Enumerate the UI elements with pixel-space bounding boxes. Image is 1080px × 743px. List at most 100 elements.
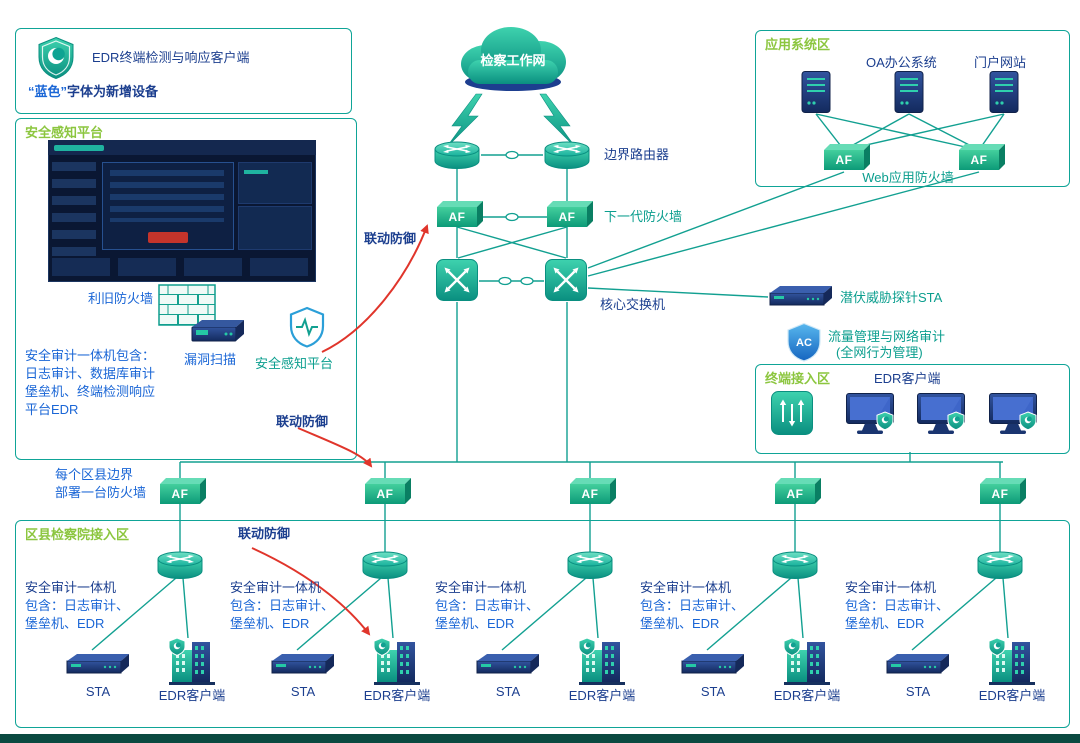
dashboard-topbar bbox=[48, 140, 316, 155]
branch-af-firewall: AF bbox=[980, 484, 1020, 504]
branch-sta-label: STA bbox=[700, 684, 726, 699]
branch-audit-line1: 安全审计一体机 bbox=[845, 580, 937, 595]
branch-sta-label: STA bbox=[905, 684, 931, 699]
audit-appliance-line4: 平台EDR bbox=[25, 402, 79, 417]
sta-probe-label: 潜伏威胁探针STA bbox=[840, 290, 943, 305]
old-firewall-label: 利旧防火墙 bbox=[88, 291, 154, 306]
linkage-defense-arrows bbox=[251, 224, 429, 636]
dashboard-bottom-panels bbox=[52, 258, 312, 276]
edr-client-pc-icon-3 bbox=[988, 392, 1038, 438]
waf-label: Web应用防火墙 bbox=[862, 170, 954, 185]
dashboard-screenshot bbox=[48, 140, 316, 282]
branch-router-icon bbox=[156, 550, 204, 580]
branch-group-3: AF 安全审计一体机 包含：日志审计、 堡垒机、EDR STA EDR客户端 bbox=[430, 480, 650, 730]
ngfw-label: 下一代防火墙 bbox=[604, 209, 683, 224]
border-router-right-icon bbox=[543, 140, 591, 170]
security-awareness-label: 安全感知平台 bbox=[255, 356, 334, 371]
core-switch-label: 核心交换机 bbox=[600, 297, 666, 312]
branch-note-line2: 部署一台防火墙 bbox=[55, 485, 147, 500]
branch-sta-label: STA bbox=[290, 684, 316, 699]
linkage-defense-label-1: 联动防御 bbox=[364, 231, 417, 246]
audit-appliance-line1: 安全审计一体机包含： bbox=[25, 348, 156, 363]
branch-af-firewall: AF bbox=[775, 484, 815, 504]
core-switch-right-icon bbox=[544, 258, 588, 302]
branch-router-icon bbox=[976, 550, 1024, 580]
oa-system-label: OA办公系统 bbox=[866, 55, 937, 70]
branch-sta-icon bbox=[65, 652, 131, 676]
branch-edr-label: EDR客户端 bbox=[773, 688, 841, 703]
branch-audit-line2: 包含：日志审计、 bbox=[230, 598, 335, 613]
security-awareness-shield-icon bbox=[289, 306, 325, 348]
branch-audit-line3: 堡垒机、EDR bbox=[25, 616, 105, 631]
branch-audit-line3: 堡垒机、EDR bbox=[640, 616, 720, 631]
access-switch-icon bbox=[770, 390, 814, 436]
branch-audit-line3: 堡垒机、EDR bbox=[845, 616, 925, 631]
branch-router-icon bbox=[361, 550, 409, 580]
edr-client-pc-icon-2 bbox=[916, 392, 966, 438]
branch-audit-line3: 堡垒机、EDR bbox=[230, 616, 310, 631]
branch-af-firewall: AF bbox=[570, 484, 610, 504]
server-icon-1 bbox=[800, 70, 832, 114]
legend-note-blue: “蓝色” bbox=[28, 84, 68, 99]
server-icon-2 bbox=[893, 70, 925, 114]
dashboard-right-panel-top bbox=[238, 162, 312, 204]
border-router-label: 边界路由器 bbox=[604, 147, 670, 162]
dashboard-teal-bar bbox=[244, 170, 268, 174]
branch-edr-building-icon bbox=[988, 636, 1036, 686]
legend-note: “蓝色”字体为新增设备 bbox=[28, 84, 158, 100]
branch-router-icon bbox=[771, 550, 819, 580]
security-platform-title: 安全感知平台 bbox=[25, 125, 104, 140]
branch-audit-line2: 包含：日志审计、 bbox=[640, 598, 745, 613]
vulnerability-scanner-icon bbox=[190, 318, 246, 344]
branch-edr-label: EDR客户端 bbox=[363, 688, 431, 703]
sta-probe-icon bbox=[768, 284, 834, 308]
edr-shield-icon bbox=[36, 36, 76, 80]
branch-sta-label: STA bbox=[495, 684, 521, 699]
traffic-mgmt-line1: 流量管理与网络审计 bbox=[828, 329, 946, 344]
security-platform-box bbox=[15, 118, 357, 460]
branch-router-icon bbox=[566, 550, 614, 580]
legend-note-rest: 字体为新增设备 bbox=[67, 84, 159, 99]
waf-left-icon: AF bbox=[824, 150, 864, 170]
dashboard-center-rows bbox=[110, 170, 224, 222]
dashboard-logo-bar bbox=[54, 145, 104, 151]
linkage-defense-label-2: 联动防御 bbox=[276, 414, 329, 429]
dashboard-menu-column bbox=[52, 162, 96, 274]
cloud-label: 检察工作网 bbox=[480, 53, 546, 68]
branch-audit-line1: 安全审计一体机 bbox=[25, 580, 117, 595]
ngfw-right-icon: AF bbox=[547, 207, 587, 227]
branch-note-line1: 每个区县边界 bbox=[55, 467, 134, 482]
branch-edr-label: EDR客户端 bbox=[568, 688, 636, 703]
lightning-bolt-right-icon bbox=[539, 93, 577, 149]
branch-sta-icon bbox=[270, 652, 336, 676]
dashboard-red-button bbox=[148, 232, 188, 243]
dashboard-right-panel-bottom bbox=[238, 206, 312, 250]
branch-audit-line1: 安全审计一体机 bbox=[435, 580, 527, 595]
branch-sta-icon bbox=[680, 652, 746, 676]
audit-appliance-line3: 堡垒机、终端检测响应 bbox=[25, 384, 156, 399]
app-zone-box bbox=[755, 30, 1070, 187]
branch-audit-line2: 包含：日志审计、 bbox=[25, 598, 130, 613]
border-router-left-icon bbox=[433, 140, 481, 170]
branch-audit-line2: 包含：日志审计、 bbox=[845, 598, 950, 613]
branch-audit-line2: 包含：日志审计、 bbox=[435, 598, 540, 613]
branch-af-firewall: AF bbox=[365, 484, 405, 504]
branch-zone-title: 区县检察院接入区 bbox=[25, 527, 130, 542]
footer-bar bbox=[0, 734, 1080, 743]
vulnerability-scan-label: 漏洞扫描 bbox=[184, 352, 237, 367]
legend-box bbox=[15, 28, 352, 114]
branch-group-5: AF 安全审计一体机 包含：日志审计、 堡垒机、EDR STA EDR客户端 bbox=[840, 480, 1060, 730]
branch-edr-building-icon bbox=[168, 636, 216, 686]
lightning-bolt-left-icon bbox=[445, 93, 483, 149]
ngfw-left-icon: AF bbox=[437, 207, 477, 227]
waf-right-icon: AF bbox=[959, 150, 999, 170]
branch-audit-line3: 堡垒机、EDR bbox=[435, 616, 515, 631]
edr-client-pc-icon-1 bbox=[845, 392, 895, 438]
branch-audit-line1: 安全审计一体机 bbox=[640, 580, 732, 595]
branch-sta-label: STA bbox=[85, 684, 111, 699]
linkage-defense-label-3: 联动防御 bbox=[238, 526, 291, 541]
legend-title: EDR终端检测与响应客户端 bbox=[92, 50, 250, 65]
app-zone-title: 应用系统区 bbox=[765, 37, 831, 52]
